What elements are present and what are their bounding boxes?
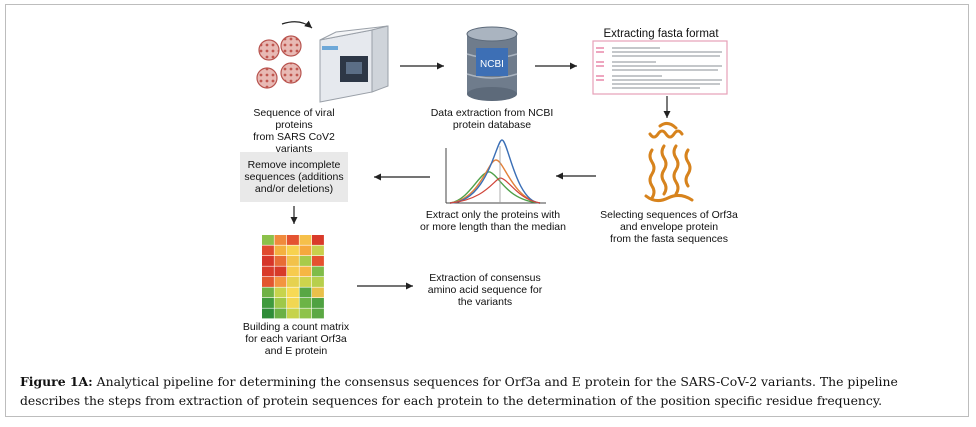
heatmap-cell — [287, 235, 299, 245]
heatmap-cell — [299, 298, 312, 308]
heatmap-cell — [262, 277, 274, 287]
viral-sequences-label: Sequence of viral proteins from SARS CoV… — [253, 107, 335, 155]
virus-particles-icon — [256, 35, 302, 89]
heatmap-cell — [299, 266, 312, 277]
heatmap-cell — [312, 287, 324, 298]
heatmap-cell — [287, 298, 299, 308]
heatmap-cell — [262, 245, 274, 256]
caption-label: Figure 1A: — [20, 374, 93, 389]
sequencer-icon — [319, 25, 389, 103]
figure-frame — [5, 4, 969, 417]
select-sequences-label: Selecting sequences of Orf3a and envelop… — [600, 209, 738, 245]
heatmap-cell — [287, 308, 299, 319]
protein-structure-icon — [644, 121, 694, 203]
fasta-title-label: Extracting fasta format — [603, 28, 719, 40]
heatmap-cell — [287, 277, 299, 287]
heatmap-cell — [262, 235, 274, 245]
heatmap-cell — [262, 298, 274, 308]
heatmap-cell — [312, 277, 324, 287]
ncbi-logo-text: NCBI — [480, 59, 504, 70]
heatmap-cell — [274, 256, 287, 266]
heatmap-cell — [262, 266, 274, 277]
figure-caption: Figure 1A: Analytical pipeline for deter… — [20, 372, 960, 410]
heatmap-cell — [274, 287, 287, 298]
remove-step-box — [240, 152, 348, 202]
fasta-document-icon — [592, 40, 728, 95]
heatmap-cell — [312, 256, 324, 266]
heatmap-cell — [287, 287, 299, 298]
heatmap-cell — [262, 308, 274, 319]
distribution-plot-icon — [445, 139, 546, 204]
heatmap-cell — [299, 287, 312, 298]
ncbi-extraction-label: Data extraction from NCBI protein databa… — [430, 107, 554, 131]
consensus-label: Extraction of consensus amino acid seque… — [427, 272, 543, 308]
heatmap-cell — [274, 235, 287, 245]
heatmap-cell — [274, 245, 287, 256]
ncbi-database-icon: NCBI — [466, 26, 518, 101]
count-matrix-heatmap — [262, 235, 324, 319]
count-matrix-label: Building a count matrix for each variant… — [242, 321, 350, 357]
heatmap-cell — [312, 235, 324, 245]
extract-median-label: Extract only the proteins with or more l… — [420, 209, 566, 233]
curve-arrow — [281, 20, 313, 29]
heatmap-cell — [262, 256, 274, 266]
remove-incomplete-label: Remove incomplete sequences (additions a… — [244, 159, 344, 195]
heatmap-cell — [312, 298, 324, 308]
heatmap-cell — [299, 235, 312, 245]
heatmap-cell — [299, 245, 312, 256]
heatmap-cell — [312, 245, 324, 256]
heatmap-cell — [262, 287, 274, 298]
heatmap-cell — [274, 266, 287, 277]
heatmap-cell — [299, 308, 312, 319]
heatmap-cell — [299, 277, 312, 287]
caption-text: Analytical pipeline for determining the … — [20, 374, 898, 408]
heatmap-cell — [274, 308, 287, 319]
heatmap-cell — [274, 298, 287, 308]
heatmap-cell — [299, 256, 312, 266]
heatmap-cell — [312, 308, 324, 319]
heatmap-cell — [287, 256, 299, 266]
heatmap-cell — [274, 277, 287, 287]
heatmap-cell — [312, 266, 324, 277]
heatmap-cell — [287, 266, 299, 277]
heatmap-cell — [287, 245, 299, 256]
